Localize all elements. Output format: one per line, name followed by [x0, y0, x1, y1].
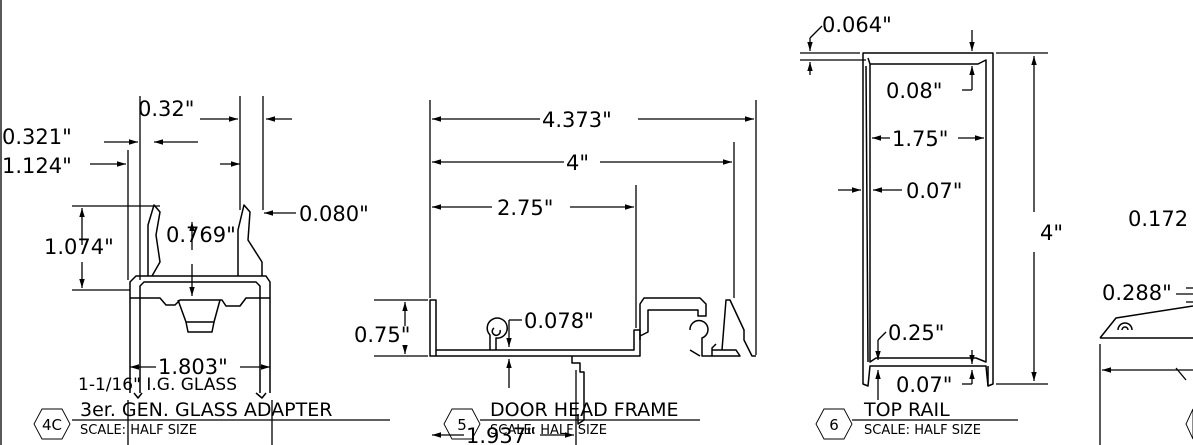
detail-partial-right: 0.172 0.288"	[1099, 207, 1193, 445]
detail-hexagon	[815, 408, 853, 440]
dim-label-0-321: 0.321"	[2, 125, 72, 149]
dim-label-0-75: 0.75"	[354, 323, 410, 347]
detail-number: 5	[457, 416, 467, 434]
detail-note: 1-1/16" I.G. GLASS	[78, 375, 237, 395]
dim-label-0-769: 0.769"	[166, 223, 236, 247]
detail-hexagon	[443, 408, 481, 440]
detail-title: TOP RAIL	[863, 399, 950, 421]
dim-label-4-373: 4.373"	[542, 108, 612, 132]
detail-title: 3er. GEN. GLASS ADAPTER	[80, 399, 332, 421]
detail-number: 4C	[42, 416, 62, 434]
detail-6-top-rail: 0.064" 0.08" 1.75" 0.07" 4" 0.25" 0.07" …	[800, 13, 1063, 440]
dim-leader	[809, 25, 823, 39]
top-rail-profile	[862, 52, 994, 387]
detail-scale: SCALE: HALF SIZE	[490, 423, 607, 438]
dim-label-0-080: 0.080"	[299, 202, 369, 226]
dim-label-1-074: 1.074"	[44, 235, 114, 259]
dim-label-0-07-mid: 0.07"	[906, 179, 962, 203]
dim-label-4: 4"	[1040, 221, 1063, 245]
dim-label-0-288: 0.288"	[1102, 281, 1172, 305]
dim-label-2-75: 2.75"	[497, 196, 553, 220]
partial-profile	[1099, 305, 1193, 339]
detail-scale: SCALE: HALF SIZE	[80, 423, 197, 438]
detail-4c-glass-adapter: 0.32" 0.321" 1.124" 0.080" 1.074" 0.769"…	[2, 96, 390, 445]
dim-label-1-75: 1.75"	[892, 127, 948, 151]
dim-label-0-25: 0.25"	[888, 321, 944, 345]
dim-label-0-08: 0.08"	[886, 79, 942, 103]
glass-adapter-profile	[129, 204, 271, 399]
door-head-frame-profile	[429, 297, 756, 425]
dim-label-0-07-bottom: 0.07"	[896, 373, 952, 397]
dim-label-0-32: 0.32"	[138, 97, 194, 121]
dim-label-0-064: 0.064"	[822, 13, 892, 37]
detail-number: 6	[829, 416, 839, 434]
dim-label-1-937: 1.937"	[466, 424, 536, 445]
dim-label-4: 4"	[566, 151, 589, 175]
dim-label-1-803: 1.803"	[158, 355, 228, 379]
dim-label-0-078: 0.078"	[524, 309, 594, 333]
detail-5-door-head-frame: 4.373" 4" 2.75" 0.75" 0.078" 1.937" 5 DO…	[354, 100, 757, 445]
detail-title: DOOR HEAD FRAME	[490, 399, 679, 421]
dim-leader	[1175, 367, 1187, 381]
detail-scale: SCALE: HALF SIZE	[864, 423, 981, 438]
dim-label-1-124: 1.124"	[2, 154, 72, 178]
detail-hexagon	[33, 408, 71, 440]
detail-hexagon-partial	[1185, 408, 1193, 440]
dim-leader	[877, 331, 887, 341]
dim-label-0-172: 0.172	[1128, 207, 1188, 231]
